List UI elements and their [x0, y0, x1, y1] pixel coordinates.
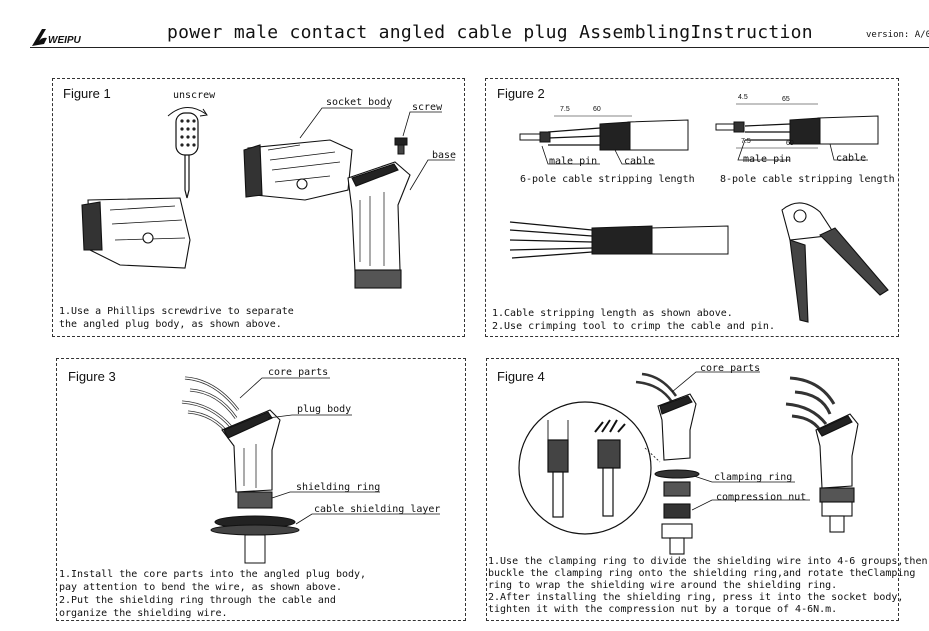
- six-pole-dim-a: 7.5: [560, 106, 570, 113]
- figure-1-label: Figure 1: [63, 86, 111, 101]
- eight-pole-dim-b: 65: [782, 96, 790, 103]
- logo-text: WEIPU: [48, 35, 82, 46]
- crimping-tool-icon: [781, 202, 889, 323]
- shielding-ring-drawing: [210, 491, 300, 564]
- eight-pole-dim-d: 60: [786, 140, 794, 147]
- figure-1-panel: [52, 78, 465, 337]
- figure-4-label: Figure 4: [497, 369, 545, 384]
- zoom-detail-drawing: [518, 401, 652, 535]
- version-label: version: A/0: [866, 30, 929, 40]
- eight-pole-dim-a: 4.5: [738, 94, 748, 101]
- callout-plug-body: plug body: [297, 404, 352, 415]
- figure-4-note-3: ring to wrap the shielding wire around t…: [488, 580, 838, 591]
- page-title: power male contact angled cable plug Ass…: [167, 22, 813, 43]
- eight-pole-cable-drawing: [715, 115, 879, 145]
- callout-unscrew: unscrew: [173, 90, 216, 101]
- header-divider: [30, 47, 929, 48]
- eight-pole-cable: cable: [836, 153, 867, 164]
- callout-screw: screw: [412, 102, 443, 113]
- eight-pole-male-pin: male pin: [743, 154, 792, 165]
- callout-core-parts-4: core parts: [700, 363, 761, 374]
- callout-cable-shielding-layer: cable shielding layer: [314, 504, 441, 515]
- core-parts-drawing: [181, 376, 240, 437]
- figure-4-panel: [486, 358, 899, 621]
- figure-4-note-4: 2.After installing the shielding ring, p…: [488, 592, 904, 603]
- figure-2-label: Figure 2: [497, 86, 545, 101]
- assembled-plug-drawing: [81, 197, 191, 269]
- eight-pole-caption: 8-pole cable stripping length: [720, 174, 895, 185]
- six-pole-dim-b: 60: [593, 106, 601, 113]
- callout-socket-body: socket body: [326, 97, 393, 108]
- callout-base: base: [432, 150, 457, 161]
- socket-body-drawing: [243, 139, 353, 201]
- plug-body-drawing: [221, 409, 281, 493]
- six-pole-cable-drawing: [519, 119, 689, 151]
- figure-2-note-2: 2.Use crimping tool to crimp the cable a…: [492, 321, 775, 332]
- figure-3-panel: [56, 358, 466, 621]
- screwdriver-icon: [167, 107, 208, 199]
- callout-shielding-ring: shielding ring: [296, 482, 381, 493]
- figure-4-note-2: buckle the clamping ring onto the shield…: [488, 568, 916, 579]
- six-pole-cable: cable: [624, 156, 655, 167]
- figure-3-note-3: 2.Put the shielding ring through the cab…: [59, 595, 336, 606]
- assembled-plug-right-drawing: [785, 376, 859, 533]
- figure-3-note-2: pay attention to bend the wire, as shown…: [59, 582, 342, 593]
- figure-4-note-5: tighten it with the compression nut by a…: [488, 604, 838, 615]
- figure-3-note-4: organize the shielding wire.: [59, 608, 228, 619]
- six-pole-male-pin: male pin: [549, 156, 598, 167]
- six-pole-caption: 6-pole cable stripping length: [520, 174, 695, 185]
- callout-core-parts-3: core parts: [268, 367, 329, 378]
- exploded-assembly-drawing: [635, 372, 700, 555]
- figure-4-note-1: 1.Use the clamping ring to divide the sh…: [488, 556, 928, 567]
- figure-3-label: Figure 3: [68, 369, 116, 384]
- eight-pole-dim-c: 7.5: [741, 138, 751, 145]
- callout-compression-nut: compression nut: [716, 492, 807, 503]
- figure-3-note-1: 1.Install the core parts into the angled…: [59, 569, 367, 580]
- callout-clamping-ring: clamping ring: [714, 472, 793, 483]
- figure-1-note-2: the angled plug body, as shown above.: [59, 319, 282, 330]
- base-drawing: [347, 161, 411, 289]
- figure-2-panel: [485, 78, 899, 337]
- figure-1-note-1: 1.Use a Phillips screwdrive to separate: [59, 306, 294, 317]
- figure-2-note-1: 1.Cable stripping length as shown above.: [492, 308, 733, 319]
- crimped-cable-drawing: [509, 221, 729, 259]
- screw-icon: [394, 137, 408, 155]
- weipu-logo: WEIPU: [32, 29, 82, 46]
